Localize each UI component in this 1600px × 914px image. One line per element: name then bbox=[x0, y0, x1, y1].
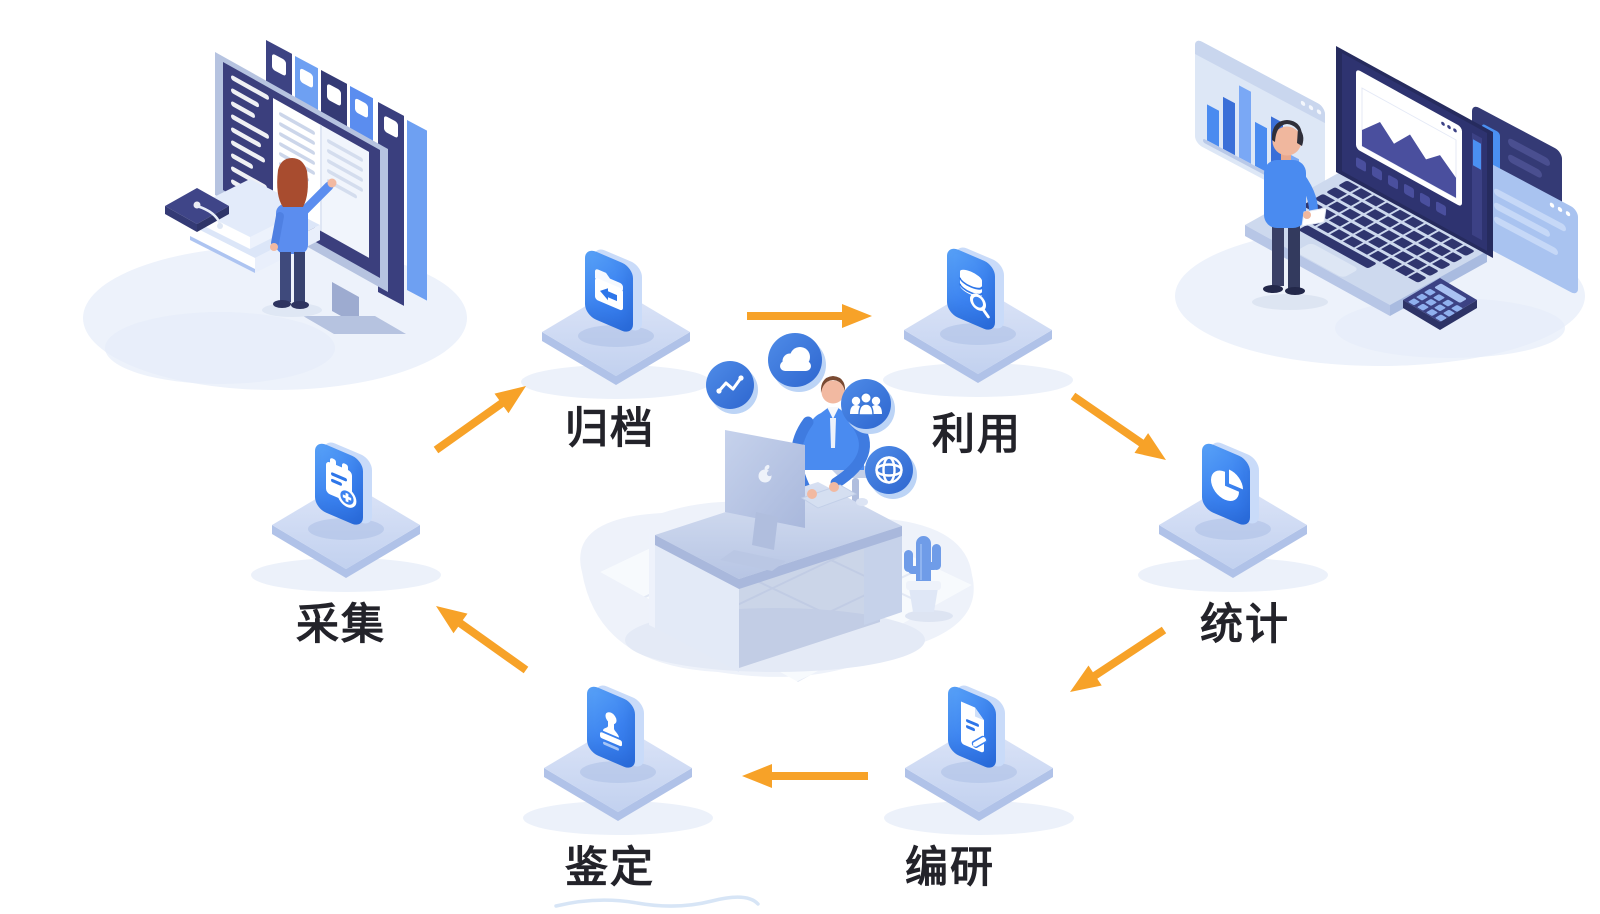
standing-woman bbox=[270, 158, 337, 309]
cactus bbox=[904, 536, 953, 622]
calculator bbox=[1403, 278, 1477, 330]
apple-logo bbox=[758, 464, 773, 483]
pie-chart-icon bbox=[1211, 469, 1243, 501]
clipboard-add-icon bbox=[326, 458, 357, 508]
illustration-digital-archive-reading bbox=[83, 39, 467, 390]
station-guidang-tile bbox=[585, 245, 642, 336]
hair bbox=[820, 376, 846, 393]
arrow-guidang-to-liyong bbox=[747, 304, 872, 328]
standing-man bbox=[1263, 120, 1327, 295]
decorative-wave bbox=[554, 895, 760, 908]
station-label-tongji: 统计 bbox=[1200, 601, 1290, 649]
station-caiji-tile bbox=[315, 438, 372, 529]
platform-caiji bbox=[251, 481, 441, 592]
illustration-data-analysis-laptop bbox=[1175, 40, 1585, 366]
arrow-liyong-to-tongji bbox=[1070, 392, 1166, 460]
laptop bbox=[1245, 46, 1493, 316]
laptop-screen-content bbox=[1342, 53, 1487, 252]
arrow-bianyan-to-jianding bbox=[742, 764, 868, 788]
station-bianyan-tile bbox=[948, 681, 1005, 772]
station-jianding-tile bbox=[587, 681, 644, 772]
station-tongji-tile bbox=[1202, 438, 1259, 529]
line-chart-icon bbox=[706, 361, 758, 414]
arrow-jianding-to-caiji bbox=[436, 606, 529, 674]
station-label-bianyan: 编研 bbox=[905, 844, 995, 892]
trackpad bbox=[1297, 243, 1357, 277]
tie bbox=[830, 418, 836, 448]
desk bbox=[649, 482, 902, 672]
seated-person bbox=[791, 376, 870, 496]
monitor-stand bbox=[332, 282, 359, 326]
graduation-cap-icon bbox=[165, 188, 229, 232]
cloud-icon bbox=[768, 333, 826, 392]
globe-icon bbox=[865, 446, 917, 499]
side-window-light bbox=[1484, 162, 1578, 294]
station-label-liyong: 利用 bbox=[932, 411, 1022, 459]
station-label-guidang: 归档 bbox=[565, 405, 655, 453]
area-chart bbox=[1362, 121, 1456, 198]
station-label-caiji: 采集 bbox=[296, 601, 386, 649]
arrow-tongji-to-bianyan bbox=[1070, 626, 1167, 692]
station-liyong-tile bbox=[947, 243, 1004, 334]
platform-jianding bbox=[523, 724, 713, 835]
stamp-icon bbox=[600, 712, 622, 751]
database-search-icon bbox=[959, 269, 990, 319]
illustration-archivist-workstation bbox=[580, 333, 974, 682]
monitor-base bbox=[303, 316, 406, 334]
station-label-jianding: 鉴定 bbox=[565, 844, 655, 892]
platform-guidang bbox=[521, 288, 711, 399]
platform-liyong bbox=[883, 286, 1073, 397]
platform-bianyan bbox=[884, 724, 1074, 835]
arrow-caiji-to-guidang bbox=[433, 386, 526, 454]
keyboard-keys bbox=[1291, 181, 1474, 283]
face bbox=[821, 380, 845, 404]
team-icon bbox=[841, 379, 895, 434]
shirt bbox=[827, 407, 839, 419]
flow-arrows bbox=[433, 304, 1167, 788]
monitor-back bbox=[720, 430, 805, 571]
archive-folder-icon bbox=[595, 269, 623, 311]
desk-keyboard-mouse bbox=[800, 482, 868, 509]
document-pencil-icon bbox=[961, 701, 988, 753]
